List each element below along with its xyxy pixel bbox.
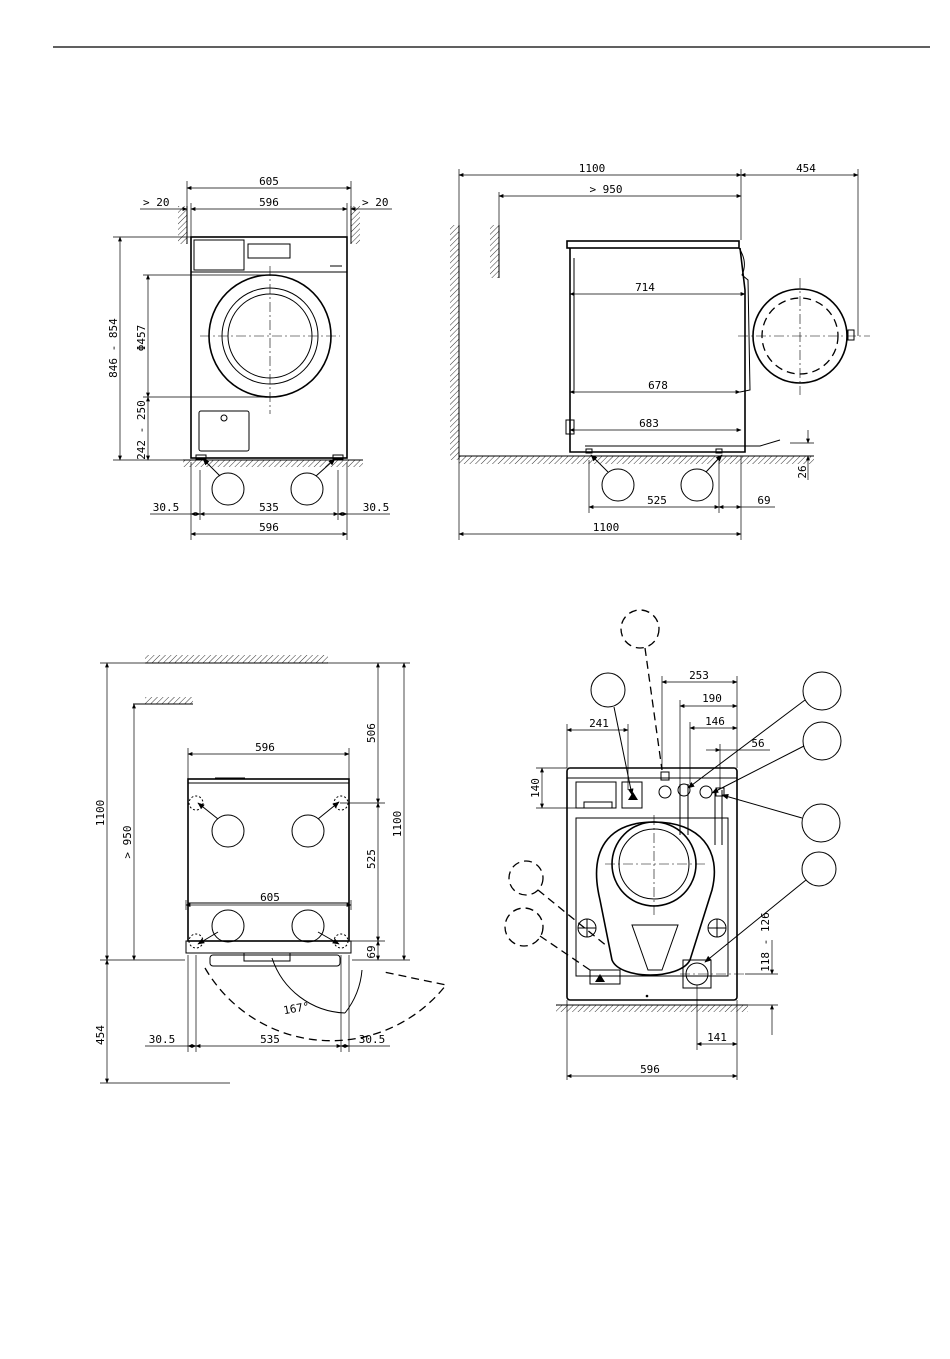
rear-dim-253: 253: [689, 669, 709, 682]
top-view: 167° 596 605 1100 > 950 454 506 525 69: [94, 655, 446, 1083]
front-dim-foot-left: 30.5: [153, 501, 180, 514]
front-dim-foot-right: 30.5: [363, 501, 390, 514]
front-dim-height: 846 - 854: [107, 318, 120, 378]
front-dim-foot-spacing: 535: [259, 501, 279, 514]
rear-dim-drain-height: 118 - 126: [759, 912, 772, 972]
side-dim-base-depth: 1100: [593, 521, 620, 534]
top-dim-foot-right: 30.5: [359, 1033, 386, 1046]
front-dim-door-diameter: Φ457: [135, 325, 148, 352]
top-dim-front-width: 605: [260, 891, 280, 904]
rear-dim-241: 241: [589, 717, 609, 730]
rear-dim-body-width: 596: [640, 1063, 660, 1076]
top-dim-body-width: 596: [255, 741, 275, 754]
top-dim-door-projection: 454: [94, 1025, 107, 1045]
top-dim-foot-spacing: 525: [365, 849, 378, 869]
side-view: 1100 454 > 950 714 678 683 525 69 26: [450, 162, 870, 540]
front-dim-596: 596: [259, 196, 279, 209]
side-dim-pedestal: 26: [796, 465, 809, 478]
top-dim-total-depth: 1100: [94, 800, 107, 827]
front-clearance-right: > 20: [362, 196, 389, 209]
top-dim-back-to-foot: 506: [365, 723, 378, 743]
front-dim-605: 605: [259, 175, 279, 188]
side-dim-683: 683: [639, 417, 659, 430]
side-dim-front-offset: 69: [757, 494, 770, 507]
rear-dim-140: 140: [529, 778, 542, 798]
rear-dim-141: 141: [707, 1031, 727, 1044]
side-dim-678: 678: [648, 379, 668, 392]
front-dim-base-width: 596: [259, 521, 279, 534]
front-clearance-left: > 20: [143, 196, 170, 209]
side-dim-foot-spacing: 525: [647, 494, 667, 507]
rear-dim-56: 56: [751, 737, 764, 750]
top-dim-foot-left: 30.5: [149, 1033, 176, 1046]
front-dim-door-height: 242 - 250: [135, 400, 148, 460]
side-dim-total-depth: 1100: [579, 162, 606, 175]
top-dim-total-depth-right: 1100: [391, 811, 404, 838]
rear-view: 253 190 146 56 241 140 118 - 126: [505, 610, 841, 1080]
side-dim-clearance: > 950: [589, 183, 622, 196]
top-dim-clearance: > 950: [121, 825, 134, 858]
rear-dim-190: 190: [702, 692, 722, 705]
rear-dim-146: 146: [705, 715, 725, 728]
top-dim-front-offset: 69: [365, 945, 378, 958]
front-view: 605 596 > 20 > 20 846 - 854 Φ457 242 - 2…: [107, 175, 392, 540]
top-dim-foot-spacing-width: 535: [260, 1033, 280, 1046]
side-dim-door-projection: 454: [796, 162, 816, 175]
side-dim-714: 714: [635, 281, 655, 294]
top-door-angle: 167°: [282, 1000, 310, 1017]
